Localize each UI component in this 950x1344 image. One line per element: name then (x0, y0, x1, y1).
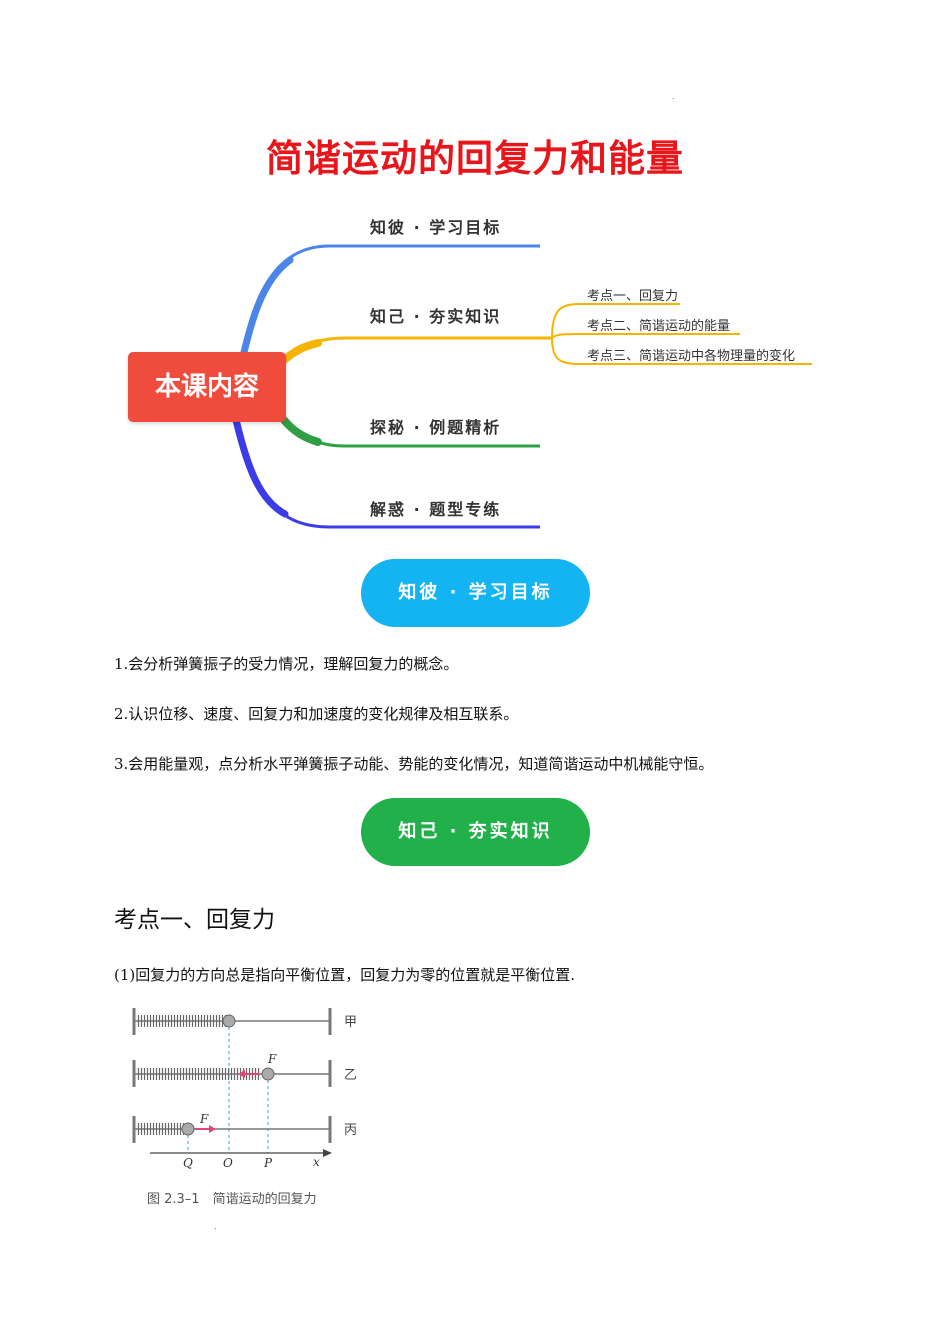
section-pill-goals: 知彼 · 学习目标 (361, 559, 590, 627)
section-pill-knowledge: 知己 · 夯实知识 (361, 798, 590, 866)
mindmap-branch-goals: 知彼 · 学习目标 (370, 218, 502, 237)
axis-label-q: Q (183, 1156, 193, 1170)
figure-caption: 图 2.3–1 简谐运动的回复力 (147, 1192, 317, 1207)
force-label: F (267, 1052, 277, 1066)
mindmap-sub-item: 考点二、简谐运动的能量 (587, 319, 731, 334)
spring-figure: 甲 乙 丙 F F Q O P x (132, 1008, 357, 1170)
row-label-yi: 乙 (344, 1068, 357, 1083)
mindmap-center: 本课内容 (128, 352, 286, 422)
mindmap-branch-examples: 探秘 · 例题精析 (370, 418, 502, 437)
goal-item: 3.会用能量观，点分析水平弹簧振子动能、势能的变化情况，知道简谐运动中机械能守恒… (114, 755, 714, 773)
axis-label-o: O (223, 1156, 233, 1170)
row-label-bing: 丙 (344, 1123, 357, 1138)
force-label: F (199, 1112, 209, 1126)
goal-item: 2.认识位移、速度、回复力和加速度的变化规律及相互联系。 (114, 705, 519, 723)
section-heading: 考点一、回复力 (114, 907, 275, 933)
section-paragraph: (1)回复力的方向总是指向平衡位置，回复力为零的位置就是平衡位置. (114, 966, 576, 984)
axis-label-p: P (263, 1156, 273, 1170)
goal-item: 1.会分析弹簧振子的受力情况，理解回复力的概念。 (114, 655, 459, 673)
mindmap-branch-knowledge: 知己 · 夯实知识 (370, 307, 502, 326)
mindmap-branch-practice: 解惑 · 题型专练 (370, 500, 502, 519)
mindmap-sub-item: 考点三、简谐运动中各物理量的变化 (587, 349, 796, 364)
mindmap-sub-item: 考点一、回复力 (587, 289, 679, 304)
stray-dot: . (672, 92, 675, 101)
page-title: 简谐运动的回复力和能量 (266, 137, 684, 180)
stray-dot: . (214, 1222, 217, 1231)
axis-label-x: x (313, 1155, 320, 1169)
row-label-jia: 甲 (344, 1015, 357, 1030)
